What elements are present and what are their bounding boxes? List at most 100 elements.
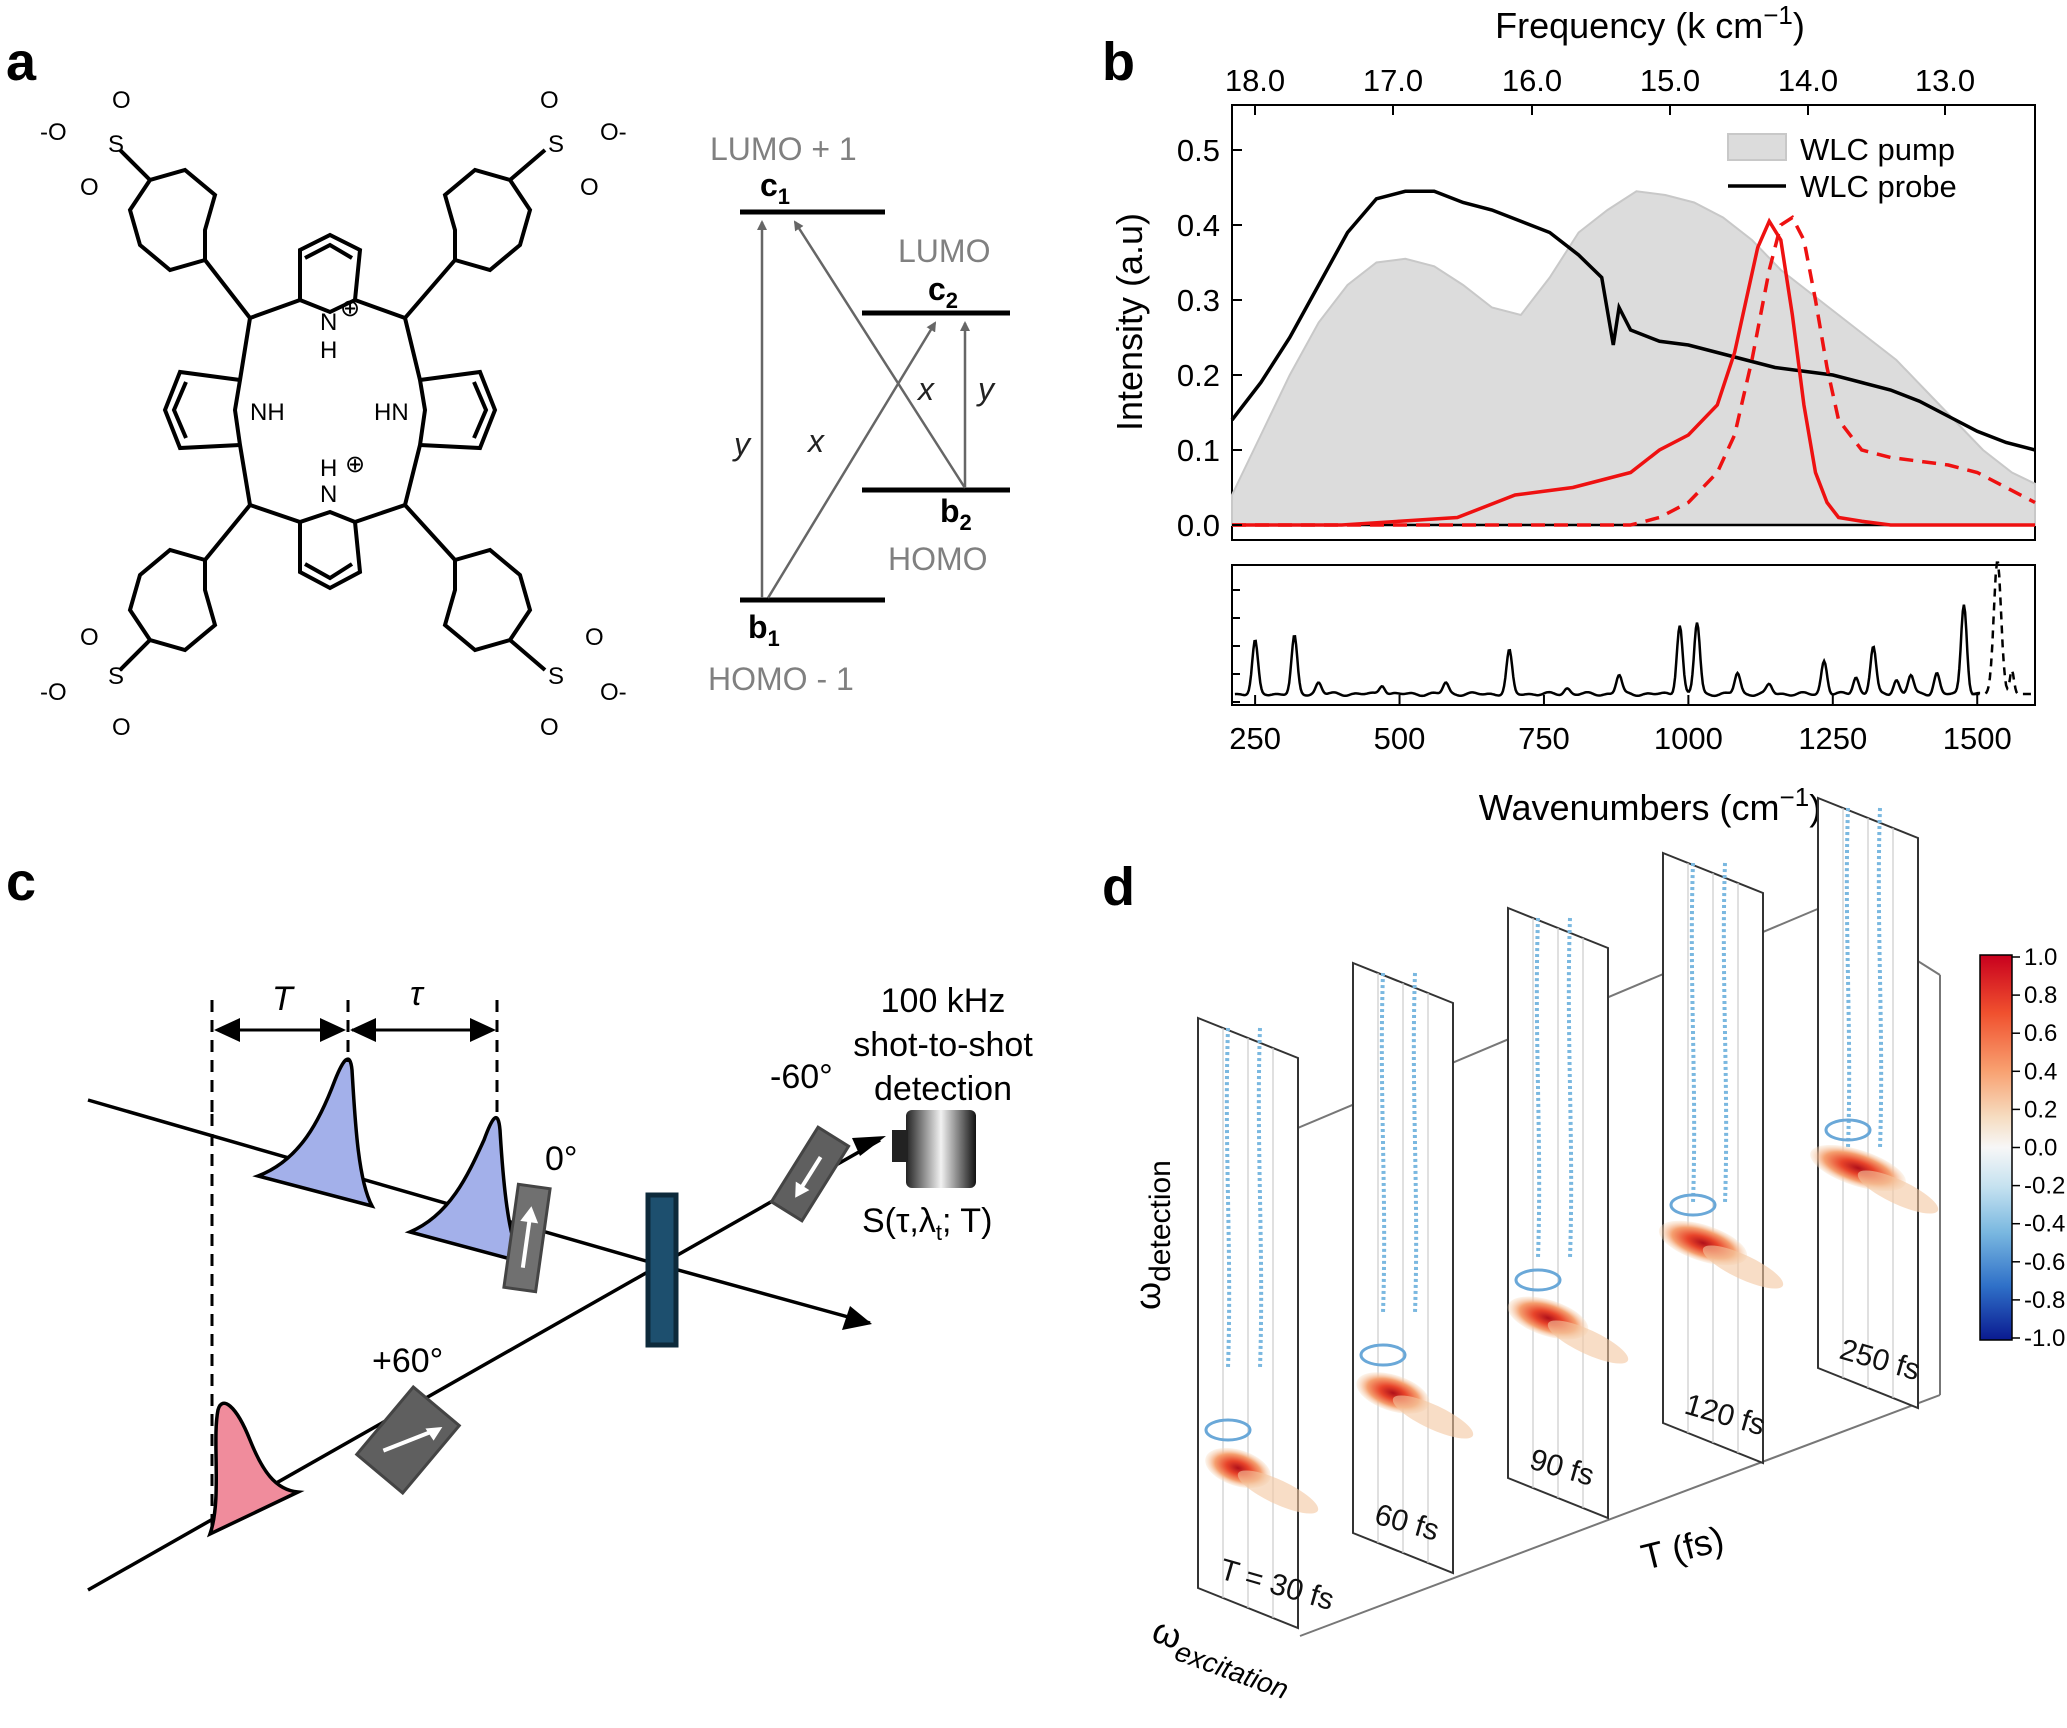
xtick-label: 500 [1374, 721, 1426, 756]
polarizer-0 [502, 1182, 552, 1294]
detector-line-2: shot-to-shot [853, 1026, 1033, 1064]
detector [906, 1110, 976, 1188]
legend-swatch-pump [1727, 133, 1787, 161]
cb-tick-label: -0.4 [2024, 1211, 2065, 1238]
atom-o-tl: -O [40, 119, 67, 146]
neg-feature [1566, 917, 1574, 1259]
xtick-label: 1000 [1654, 721, 1723, 756]
label-c2: c2 [928, 271, 958, 313]
raman-spectrum [1234, 604, 1981, 698]
atom-s-tr: S [548, 131, 564, 158]
cb-tick-label: 0.4 [2024, 1058, 2057, 1085]
atom-hn-right: HN [374, 399, 409, 426]
atom-h-top: H [320, 337, 337, 364]
legend-label-pump: WLC pump [1800, 132, 1955, 167]
atom-o-bl3: O [112, 714, 131, 741]
toptick-label: 14.0 [1778, 63, 1838, 98]
detector-window [892, 1130, 908, 1162]
raman-frame [1231, 564, 2036, 706]
ytick-label: 0.1 [1177, 433, 1220, 468]
neg-contour [1204, 1418, 1252, 1442]
top-axis-title: Frequency (k cm−1) [1495, 0, 1805, 46]
label-y-left: y [732, 426, 752, 462]
label-y-right: y [976, 371, 996, 407]
label-homo: HOMO [888, 541, 988, 577]
toptick-label: 17.0 [1363, 63, 1423, 98]
label-b2: b2 [940, 493, 972, 535]
y-axis-title: Intensity (a.u) [1109, 213, 1150, 431]
atom-o-tl2: O [112, 87, 131, 114]
arrow-b1-c2 [766, 321, 937, 599]
ytick-label: 0.4 [1177, 208, 1220, 243]
spectrum-panel-1: 60 fs [1352, 961, 1474, 1575]
pos-tail [1237, 1470, 1319, 1514]
axis-omega-detection: ωdetection [1127, 1160, 1177, 1310]
label-0deg: 0° [545, 1140, 578, 1178]
x-axis-title: Wavenumbers (cm−1) [1479, 782, 1821, 828]
xtick-label: 1500 [1943, 721, 2012, 756]
pos-tail [1547, 1320, 1629, 1364]
neg-feature [1379, 972, 1387, 1314]
sample-cell [645, 1192, 679, 1348]
atom-o-br2: O [585, 624, 604, 651]
polarizer-p60 [354, 1384, 462, 1496]
arrow-b2-c1 [793, 220, 967, 489]
ytick-label: 0.5 [1177, 133, 1220, 168]
series-red-dashed [1232, 214, 2036, 527]
polarizer-m60 [769, 1125, 851, 1223]
cb-tick-label: 0.6 [2024, 1020, 2057, 1047]
signal-label: S(τ,λt; T) [862, 1202, 992, 1245]
detector-line-3: detection [874, 1070, 1012, 1108]
neg-contour [1824, 1118, 1872, 1142]
neg-feature [1689, 862, 1697, 1204]
atom-n-bottom: N [320, 481, 337, 508]
beam-pump-out [659, 1263, 871, 1325]
spectrum-panel-4: 250 fs [1810, 796, 1939, 1410]
atom-o-tl3: O [80, 174, 99, 201]
label-b1: b1 [748, 609, 780, 651]
beam-pump [87, 1098, 661, 1267]
toptick-label: 15.0 [1640, 63, 1700, 98]
axis-T-label: T (fs) [1637, 1518, 1728, 1578]
pump-pulse-2 [404, 1115, 526, 1265]
pos-tail [1702, 1245, 1784, 1289]
arrow-T-l [214, 1018, 240, 1042]
ytick-label: 0.2 [1177, 358, 1220, 393]
arrow-T-r [320, 1018, 346, 1042]
xtick-label: 750 [1518, 721, 1570, 756]
neg-feature [1411, 972, 1419, 1314]
cb-tick-label: 0.2 [2024, 1096, 2057, 1123]
neg-feature [1534, 917, 1542, 1259]
raman-dashed [1971, 561, 2035, 696]
atom-o-br3: O [540, 714, 559, 741]
panel-label-d: d [1102, 857, 1135, 917]
cb-tick-label: 1.0 [2024, 944, 2057, 971]
label-lumo: LUMO [898, 233, 990, 269]
label-lumo1: LUMO + 1 [710, 131, 857, 167]
axis-omega-excitation: ωexcitation [1145, 1609, 1299, 1705]
atom-o-br: O- [600, 679, 627, 706]
legend-label-probe: WLC probe [1800, 169, 1957, 204]
atom-o-tr2: O [540, 87, 559, 114]
label-x-right: x [916, 371, 935, 407]
pos-tail [1857, 1170, 1939, 1214]
series-wlc-pump [1231, 190, 2036, 526]
atom-o-tr: O- [600, 119, 627, 146]
orbital-diagram: LUMO + 1 LUMO HOMO HOMO - 1 c1 c2 b2 b1 … [708, 131, 1010, 697]
porphyrin-structure [118, 148, 547, 672]
series-red-solid [1232, 217, 2035, 527]
atom-o-bl2: O [80, 624, 99, 651]
beam-probe [87, 1263, 661, 1592]
label-T: T [272, 980, 295, 1018]
neg-contour [1514, 1268, 1562, 1292]
arrow-tau-r [470, 1018, 496, 1042]
pos-tail [1392, 1395, 1474, 1439]
cb-tick-label: -0.8 [2024, 1287, 2065, 1314]
series-wlc-probe [1230, 189, 2036, 452]
atom-n-top: N [320, 309, 337, 336]
cb-tick-label: -1.0 [2024, 1325, 2065, 1352]
spectrum-panel-3: 120 fs [1658, 851, 1784, 1465]
colorbar: 1.00.80.60.40.20.0-0.2-0.4-0.6-0.8-1.0 [1979, 944, 2065, 1352]
